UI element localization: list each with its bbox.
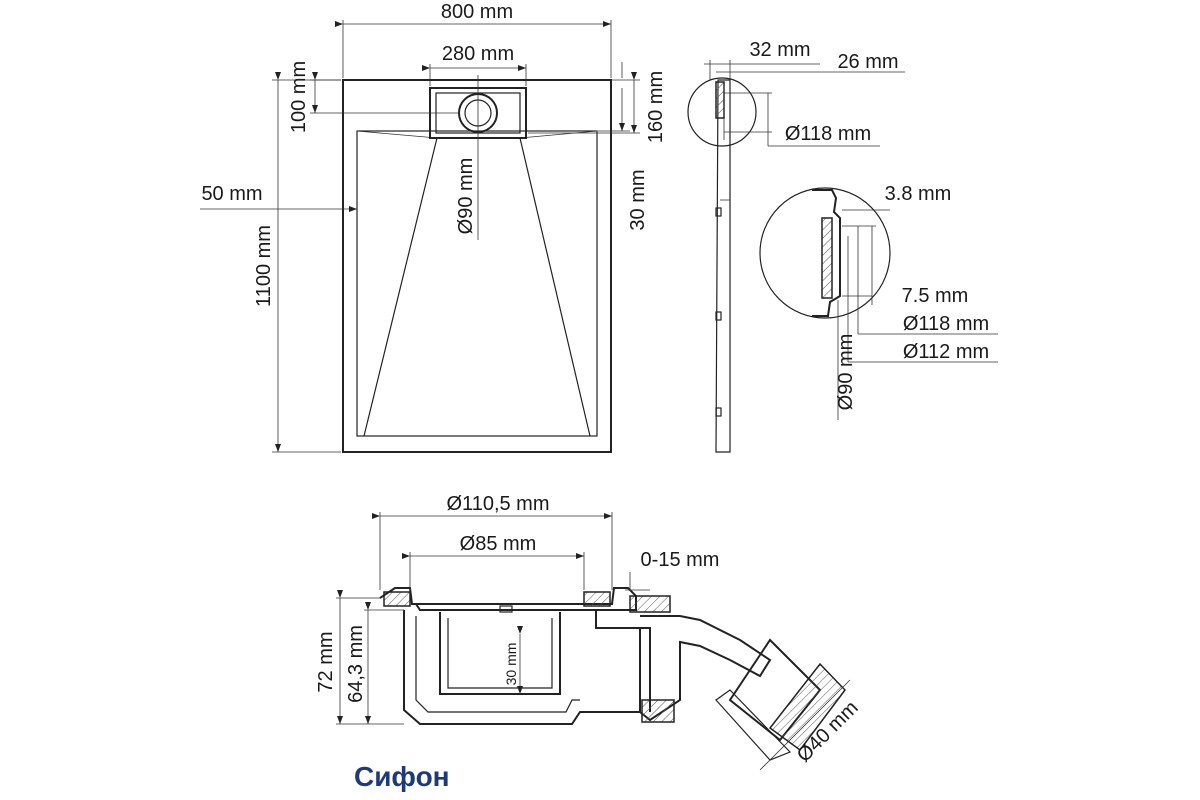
detail-hatch	[821, 217, 833, 299]
dim-drain-depth: 160 mm	[645, 71, 667, 143]
dim-detail-inner-diameter: Ø112 mm	[903, 341, 989, 363]
dim-tray-width: 800 mm	[441, 1, 513, 23]
dim-detail-pipe: Ø90 mm	[835, 334, 857, 411]
siphon-nut-bottom	[641, 699, 675, 723]
dim-detail-rim: 3.8 mm	[885, 183, 952, 205]
siphon-cup-inner	[447, 618, 553, 689]
siphon-cup	[439, 612, 561, 695]
detail-section	[812, 189, 841, 317]
tray-outline	[342, 79, 612, 453]
dim-slope-depth: 30 mm	[627, 169, 649, 230]
dim-outlet-diameter: Ø90 mm	[455, 158, 477, 235]
profile-detail-circle	[687, 77, 757, 147]
dim-detail-lip: 7.5 mm	[902, 285, 969, 307]
dim-tray-length: 1100 mm	[253, 225, 275, 307]
dim-drain-width: 280 mm	[442, 43, 514, 65]
siphon-outlet-connector	[640, 627, 651, 712]
siphon-flange	[379, 587, 637, 611]
slope-corner-lines	[356, 130, 598, 139]
tray-inner-outline	[356, 130, 598, 437]
dim-siphon-height: 72 mm	[315, 631, 337, 692]
siphon-flange-right-hatch	[583, 591, 611, 607]
dim-siphon-water-seal: 30 mm	[503, 643, 519, 686]
siphon-pipe-end	[715, 689, 792, 761]
dim-drain-offset: 100 mm	[288, 61, 310, 133]
dim-siphon-body-height: 64,3 mm	[345, 625, 367, 703]
slope-lines	[363, 137, 591, 437]
dim-detail-outer-diameter: Ø118 mm	[903, 313, 989, 335]
siphon-nut-top	[629, 595, 671, 613]
siphon-caption: Сифон	[354, 761, 450, 792]
tray-side-profile: 32 mm 26 mm Ø118 mm	[687, 39, 905, 453]
profile-body	[715, 79, 731, 453]
dim-siphon-flange: Ø110,5 mm	[447, 493, 550, 515]
siphon-elbow	[639, 615, 772, 722]
profile-drain-section	[715, 81, 725, 119]
siphon-flange-left-hatch	[383, 591, 411, 607]
siphon-outlet-thread	[768, 662, 846, 752]
siphon-section: Ø110,5 mm Ø85 mm 0-15 mm 72 mm 64,3 mm 3…	[315, 493, 863, 792]
siphon-body-inner	[415, 616, 580, 713]
dim-siphon-body: Ø85 mm	[460, 533, 537, 555]
detail-enlarged: 3.8 mm 7.5 mm Ø118 mm Ø112 mm Ø90 mm	[759, 183, 998, 420]
siphon-outlet-nut	[728, 638, 822, 742]
dim-profile-outlet: Ø118 mm	[785, 123, 871, 145]
dim-profile-inner: 26 mm	[837, 51, 898, 73]
siphon-body	[403, 610, 641, 725]
tray-top-view: 800 mm 280 mm 100 mm 1100 mm 50 mm Ø90 m…	[200, 1, 667, 453]
dim-profile-outer: 32 mm	[749, 39, 810, 61]
dim-siphon-adjust: 0-15 mm	[641, 549, 720, 571]
dim-edge-margin: 50 mm	[201, 183, 262, 205]
detail-circle	[759, 187, 891, 319]
